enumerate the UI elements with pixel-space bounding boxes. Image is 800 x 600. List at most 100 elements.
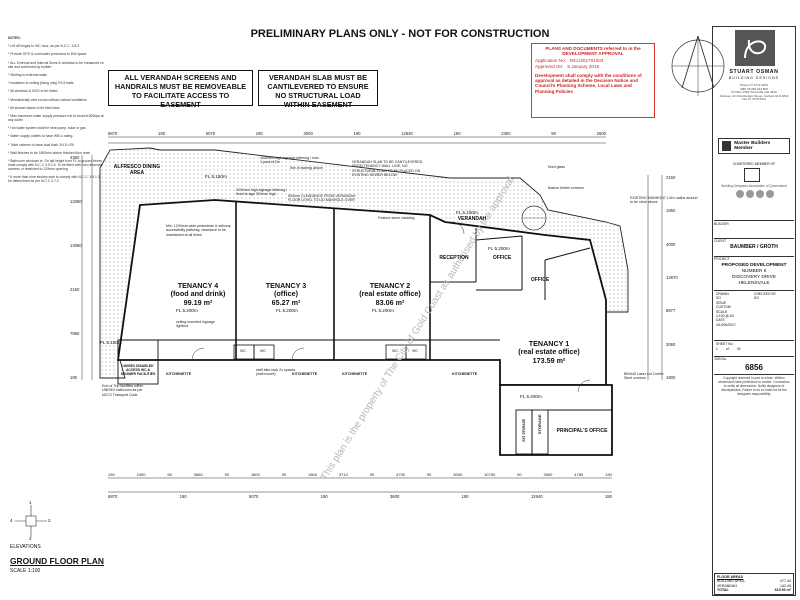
note-item: * All shower bases to be tiled base xyxy=(8,105,60,110)
chartered-label: CHARTERED MEMBER OF xyxy=(732,162,776,166)
floor-level: FL 5.200m xyxy=(372,308,394,313)
copyright-note: Copyright reserved in part or whole. Wri… xyxy=(718,376,790,396)
elevation-1: 1 xyxy=(29,500,32,505)
note-item: * Bathroom windows ie. On tall height fr… xyxy=(8,158,105,172)
storage xyxy=(531,409,549,455)
contact-line: Fax 07 4779 5511 xyxy=(742,97,766,102)
issue-value: CUSTOM xyxy=(716,305,731,310)
award-icon xyxy=(756,190,764,198)
elevation-3: 3 xyxy=(29,536,32,541)
door-swing xyxy=(577,379,591,393)
elevation-4: 4 xyxy=(10,518,13,523)
kitchenette-label: KITCHENETTE xyxy=(292,372,318,376)
approved-date: 8 January 2018 xyxy=(567,64,600,70)
wc-label: WC xyxy=(412,349,418,353)
drawn-value: SO xyxy=(716,296,721,301)
floor-level: FL 5.200m xyxy=(276,308,298,313)
partition-wall xyxy=(475,235,523,241)
contact-line: ABN 35 082 013 803 xyxy=(740,86,768,91)
room-tenancy-1: TENANCY 1 (real estate office) 173.59 m² xyxy=(518,339,580,365)
elevation-key xyxy=(15,505,47,537)
project-suburb: HELENSVALE xyxy=(738,281,770,286)
divider xyxy=(714,374,794,375)
contact-line: Address: 22 Chamberlain Street, Garbutt … xyxy=(719,93,789,98)
client-label: CLIENT xyxy=(714,239,727,243)
wc-label: WC xyxy=(392,349,398,353)
master-builders-label: Master Builders Member xyxy=(734,141,771,151)
room-office: OFFICE xyxy=(530,277,550,283)
annotation: Feature stone cladding xyxy=(378,216,415,220)
divider xyxy=(714,290,794,291)
annotation: staff bike rack 2x spaces (wall mount) xyxy=(256,368,296,377)
annotation: 2000mm high signage lettering / fixed to… xyxy=(236,188,288,197)
sheet-of: of xyxy=(725,346,729,351)
floor-level: FL 5.150m xyxy=(456,210,478,215)
scale-label: SCALE xyxy=(716,309,728,314)
general-notes: NOTES: * Lift off hinges to WC door, as … xyxy=(8,32,108,188)
checked-value: SO xyxy=(754,296,759,301)
stamp-heading: PLANS AND DOCUMENTS referred to in the D… xyxy=(545,46,641,57)
sheet-info: SHEET No. 1 of 04 xyxy=(716,342,792,351)
room-reception: RECEPTION xyxy=(439,255,469,261)
kitchenette-label: KITCHENETTE xyxy=(452,372,478,376)
builder-label: BUILDER xyxy=(714,222,729,226)
company-contact: Phone 07 4772 0203 ABN 35 082 013 803 PO… xyxy=(714,83,794,102)
note-item: * Mechanically vent rooms without natura… xyxy=(8,97,87,102)
sheet-total: 04 xyxy=(736,346,741,351)
stuart-osman-logo xyxy=(735,30,775,66)
sheet-label: SHEET No. xyxy=(716,342,734,346)
drawn-label: DRAWN xyxy=(716,292,729,296)
master-builders-badge: Master Builders Member xyxy=(718,138,790,154)
note-item: * Toilet cisterns to have dual flush 3/4… xyxy=(8,142,74,147)
room-office: OFFICE xyxy=(492,255,512,261)
client-name: BAUMBER / GROTH xyxy=(730,244,778,250)
wc-label: WC xyxy=(260,349,266,353)
divider xyxy=(714,220,794,221)
annotation: feature timber screens xyxy=(548,186,584,190)
annotation: 500mm CLEARANCE FROM VERANDAH FLOOR LEVE… xyxy=(288,194,356,203)
app-no: MCU201701003 xyxy=(569,57,604,63)
divider xyxy=(714,356,794,357)
room-alfresco: ALFRESCO DINING AREA xyxy=(113,164,161,176)
wc-enclosure xyxy=(253,344,275,360)
north-arrow-icon xyxy=(671,35,725,96)
disabled-wc xyxy=(117,339,159,385)
job-label: JOB No. xyxy=(714,357,727,361)
company-subtitle: BUILDING DESIGNS xyxy=(728,76,780,80)
partition-wall xyxy=(544,247,591,261)
verandah-slab-warning: VERANDAH SLAB MUST BE CANTILEVERED TO EN… xyxy=(258,70,378,109)
title-block xyxy=(712,26,796,596)
door-swing xyxy=(451,221,465,235)
room-tenancy-3: TENANCY 3 (office) 65.27 m² xyxy=(265,281,307,307)
award-icon xyxy=(766,190,774,198)
door-swing xyxy=(191,347,205,361)
note-item: * If more than nine strokes stair to com… xyxy=(8,175,107,184)
annotation: BIN440 Laser cut Corten Steel screens xyxy=(624,372,664,381)
bdaq-label: Building Designers Association of Queens… xyxy=(721,184,787,188)
date-value: 4/10/06/2017 xyxy=(716,322,736,327)
award-icon xyxy=(746,190,754,198)
kitchenette-label: KITCHENETTE xyxy=(166,372,192,376)
floor-level: FL 5.200m xyxy=(176,308,198,313)
room-tenancy-2: TENANCY 2 (real estate office) 83.06 m² xyxy=(359,281,421,307)
room-ext-storage: EXT STORAGE xyxy=(521,418,526,442)
building-outline xyxy=(116,199,607,386)
door-swing xyxy=(291,347,305,361)
approved-label: Approved On: xyxy=(535,64,564,70)
elevation-2: 2 xyxy=(48,518,51,523)
contact-line: PO Box 2563 Townsville Qld 4810 xyxy=(731,90,777,95)
sheet-value: 1 xyxy=(716,346,718,351)
annotation: ceiling mounted signage lightbox xyxy=(176,320,215,329)
room-storage: STORAGE xyxy=(536,414,542,435)
project-name: PROPOSED DEVELOPMENT xyxy=(721,263,787,268)
note-item: * Water supply outlets to have WELs rati… xyxy=(8,134,73,139)
